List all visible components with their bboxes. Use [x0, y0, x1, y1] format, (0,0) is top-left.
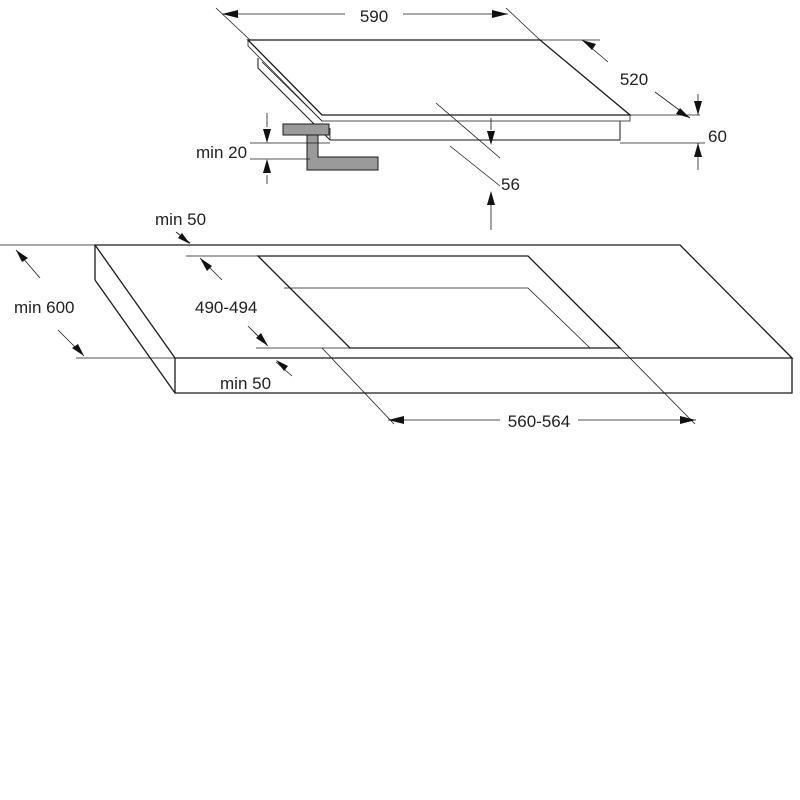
- dim-60: 60: [620, 94, 727, 170]
- dim-min-50-front: min 50: [220, 360, 293, 393]
- label-min-back-distance: min 50: [155, 210, 206, 229]
- mounting-bracket: [282, 123, 379, 171]
- label-hob-width: 590: [360, 7, 388, 26]
- label-built-in-depth: 56: [501, 175, 520, 194]
- dim-590: 590: [215, 7, 541, 41]
- worktop-front-face: [174, 358, 793, 394]
- label-min-clearance: min 20: [196, 143, 247, 162]
- dim-560-564: 560-564: [321, 347, 696, 431]
- label-hob-height: 60: [708, 127, 727, 146]
- dim-min-20: min 20: [196, 113, 330, 184]
- cutout: [256, 255, 622, 349]
- dim-min-600: min 600: [0, 244, 175, 359]
- dim-490-494: 490-494: [186, 255, 350, 349]
- worktop: [93, 244, 794, 394]
- label-min-front-distance: min 50: [220, 374, 271, 393]
- dim-min-50-back: min 50: [155, 210, 206, 244]
- dim-520: 520: [540, 39, 700, 119]
- label-cutout-width: 560-564: [508, 412, 570, 431]
- label-worktop-min-depth: min 600: [14, 298, 74, 317]
- cutout-outline: [256, 255, 622, 349]
- dim-56: 56: [435, 102, 520, 230]
- label-cutout-depth: 490-494: [195, 298, 257, 317]
- label-hob-depth: 520: [620, 70, 648, 89]
